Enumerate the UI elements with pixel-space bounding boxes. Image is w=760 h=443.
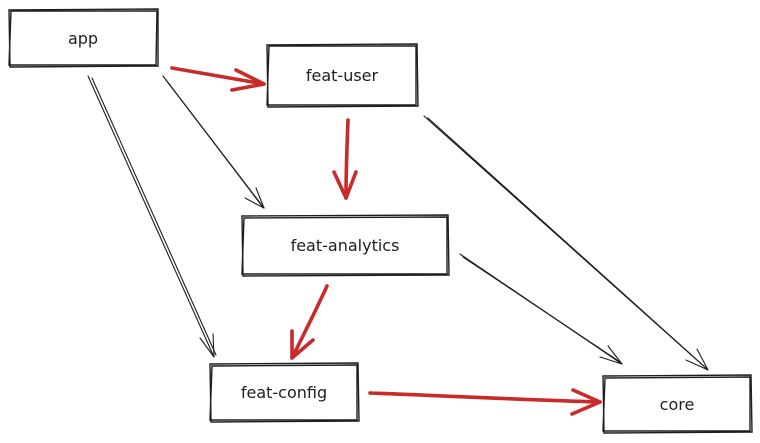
node-feat-config-label: feat-config [241, 383, 327, 402]
edge-feat-config-core [368, 388, 602, 416]
edge-feat-user-core [423, 115, 709, 371]
node-feat-analytics: feat-analytics [241, 214, 450, 277]
node-feat-user-label: feat-user [306, 66, 379, 85]
edge-feat-analytics-feat-config [290, 284, 329, 360]
node-feat-analytics-label: feat-analytics [291, 236, 400, 255]
edge-feat-user-feat-analytics [332, 118, 358, 200]
edge-app-feat-analytics [162, 75, 265, 209]
edge-app-feat-config [87, 75, 217, 358]
node-app-label: app [68, 29, 98, 48]
edge-app-feat-user [170, 66, 266, 92]
node-feat-user: feat-user [266, 43, 419, 108]
edge-feat-analytics-core [459, 253, 623, 365]
node-feat-config: feat-config [209, 362, 360, 423]
node-app: app [8, 8, 159, 68]
node-core: core [602, 374, 753, 434]
node-core-label: core [660, 395, 695, 414]
